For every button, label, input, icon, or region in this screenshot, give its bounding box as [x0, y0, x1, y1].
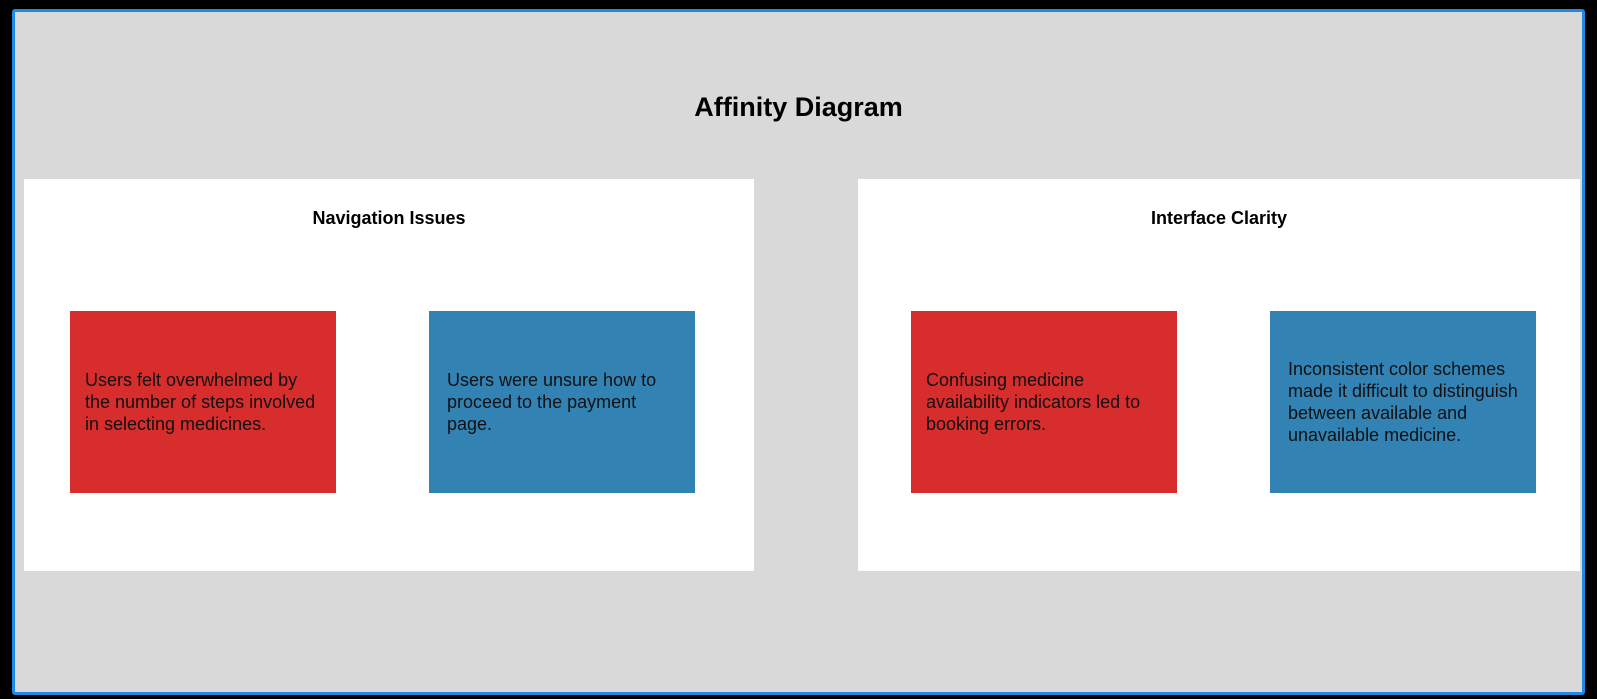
affinity-diagram-board: Affinity Diagram Navigation Issues Users…	[12, 9, 1585, 695]
group-title: Interface Clarity	[1150, 208, 1288, 228]
sticky-note-text: Inconsistent color schemes made it diffi…	[1288, 359, 1518, 445]
sticky-note-text: Users were unsure how to proceed to the …	[447, 370, 657, 434]
sticky-note[interactable]: Users were unsure how to proceed to the …	[429, 311, 695, 493]
sticky-note-text: Users felt overwhelmed by the number of …	[85, 370, 316, 434]
diagram-title: Affinity Diagram	[694, 92, 903, 122]
sticky-note[interactable]: Users felt overwhelmed by the number of …	[70, 311, 336, 493]
sticky-note-text: Confusing medicine availability indicato…	[926, 370, 1141, 434]
sticky-note[interactable]: Confusing medicine availability indicato…	[911, 311, 1177, 493]
group-interface-clarity: Interface Clarity Confusing medicine ava…	[858, 179, 1580, 571]
group-navigation-issues: Navigation Issues Users felt overwhelmed…	[24, 179, 754, 571]
group-title: Navigation Issues	[312, 208, 466, 228]
sticky-note[interactable]: Inconsistent color schemes made it diffi…	[1270, 311, 1536, 493]
